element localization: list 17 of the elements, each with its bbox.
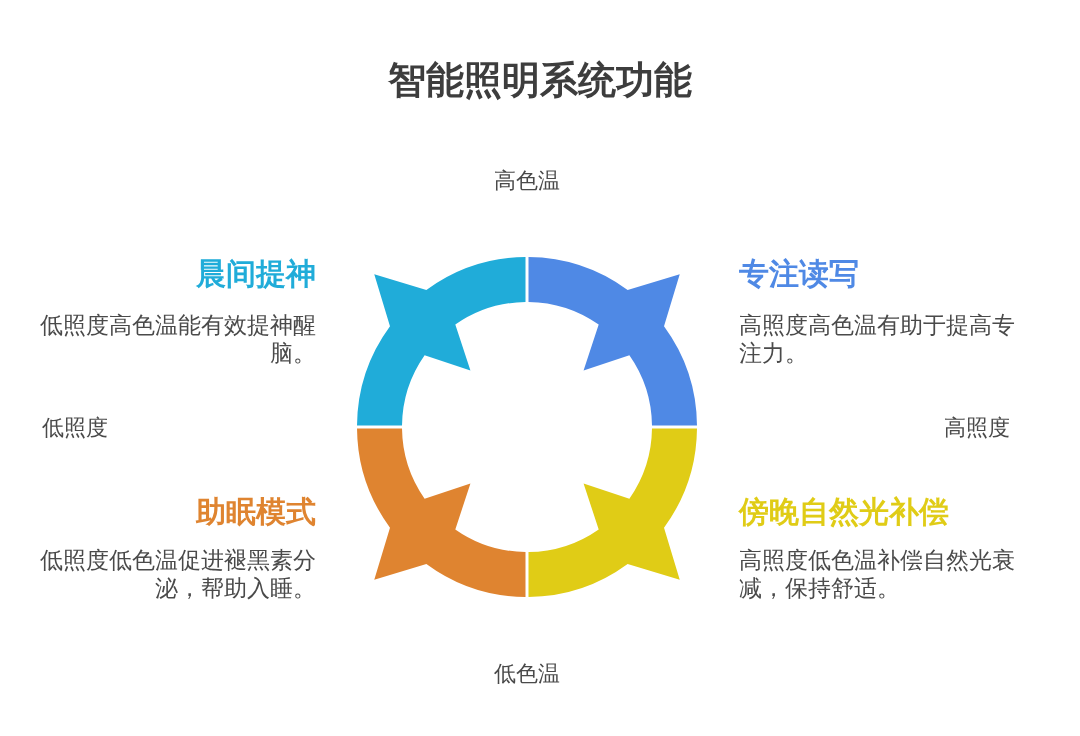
- axis-label: 低色温: [494, 660, 560, 688]
- ring-segment: [357, 257, 526, 426]
- description-text: 高照度低色温补偿自然光衰减，保持舒适。: [739, 546, 1016, 602]
- ring-segment: [528, 428, 697, 597]
- axis-label: 高色温: [494, 167, 560, 195]
- ring-segment: [357, 428, 526, 597]
- section-heading: 晨间提神: [196, 255, 316, 293]
- ring-segment: [528, 257, 697, 426]
- axis-label: 低照度: [42, 414, 108, 442]
- axis-label: 高照度: [944, 414, 1010, 442]
- diagram-title: 智能照明系统功能: [387, 57, 693, 104]
- description-text: 高照度高色温有助于提高专注力。: [739, 311, 1016, 367]
- description-text: 低照度低色温促进褪黑素分泌，帮助入睡。: [39, 546, 316, 602]
- section-heading: 助眠模式: [196, 493, 316, 531]
- description-text: 低照度高色温能有效提神醒脑。: [39, 311, 316, 367]
- section-heading: 傍晚自然光补偿: [739, 493, 949, 531]
- section-heading: 专注读写: [739, 255, 859, 293]
